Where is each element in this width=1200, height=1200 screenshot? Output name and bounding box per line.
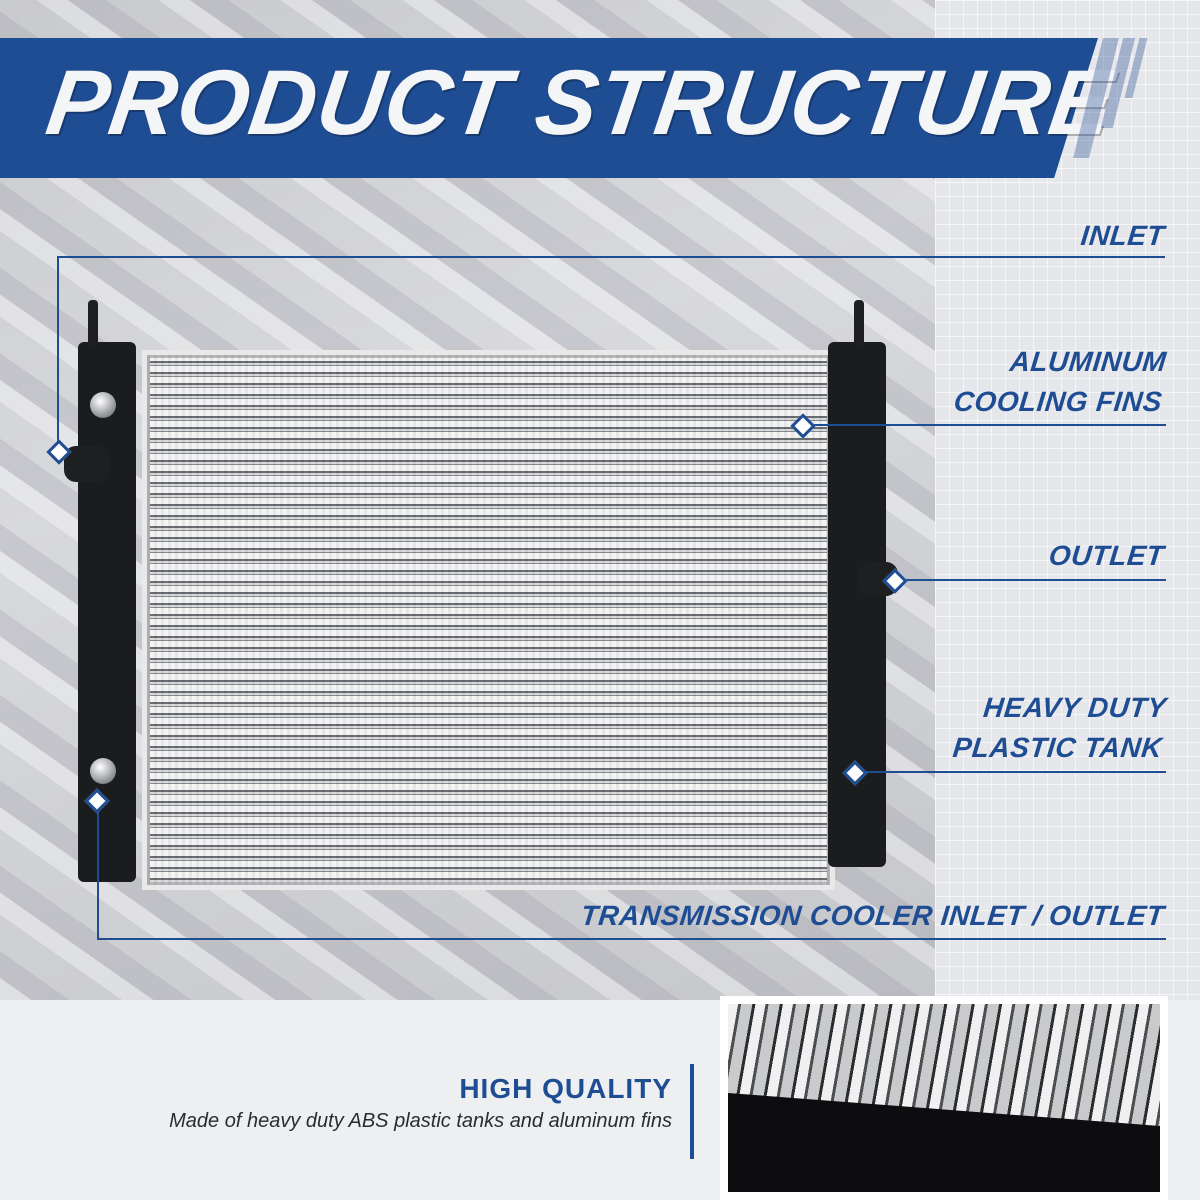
callout-aluminum-fins: ALUMINUM COOLING FINS xyxy=(952,342,1169,422)
page-title: PRODUCT STRUCTURE xyxy=(40,52,1120,154)
upper-fitting xyxy=(90,392,116,418)
right-plastic-tank xyxy=(828,342,886,867)
detail-closeup-image xyxy=(728,1004,1160,1192)
callout-plastic-tank: HEAVY DUTY PLASTIC TANK xyxy=(951,688,1169,768)
left-vent-nozzle xyxy=(88,300,98,346)
callout-outlet: OUTLET xyxy=(1047,536,1166,576)
detail-closeup-frame xyxy=(720,996,1168,1200)
feature-accent-bar xyxy=(690,1064,694,1159)
closeup-tank-edge xyxy=(728,1093,1160,1192)
inlet-callout-line xyxy=(57,256,59,446)
aluminum-core xyxy=(142,350,835,890)
left-plastic-tank xyxy=(78,342,136,882)
tank-callout-line xyxy=(856,771,1166,773)
inlet-callout-line xyxy=(57,256,1165,258)
radiator-image xyxy=(50,300,898,890)
callout-fins-line-2: COOLING FINS xyxy=(952,386,1164,417)
transmission-callout-line xyxy=(97,798,99,938)
right-vent-nozzle xyxy=(854,300,864,346)
callout-transmission-cooler: TRANSMISSION COOLER INLET / OUTLET xyxy=(579,896,1166,936)
transmission-callout-line xyxy=(97,938,1166,940)
callout-tank-line-1: HEAVY DUTY xyxy=(981,692,1168,723)
lower-fitting xyxy=(90,758,116,784)
fins-callout-line xyxy=(806,424,1166,426)
feature-description: Made of heavy duty ABS plastic tanks and… xyxy=(169,1110,672,1132)
callout-transmission-line-1: TRANSMISSION COOLER INLET / OUTLET xyxy=(579,900,1166,931)
callout-tank-line-2: PLASTIC TANK xyxy=(951,732,1164,763)
callout-inlet-line-1: INLET xyxy=(1079,220,1166,251)
callout-fins-line-1: ALUMINUM xyxy=(1008,346,1168,377)
outlet-callout-line xyxy=(896,579,1166,581)
callout-inlet: INLET xyxy=(1079,216,1167,256)
feature-title: HIGH QUALITY xyxy=(459,1073,672,1104)
callout-outlet-line-1: OUTLET xyxy=(1047,540,1166,571)
title-banner xyxy=(0,38,1098,178)
